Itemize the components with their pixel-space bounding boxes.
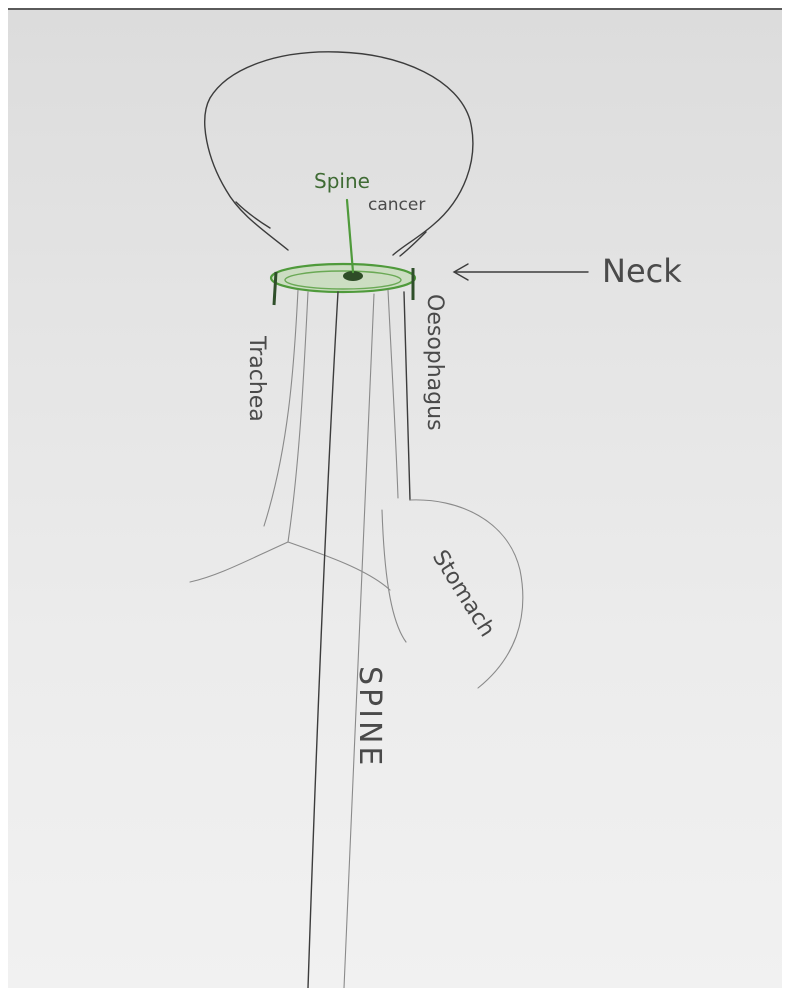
spine-cancer-label-line2: cancer [368,195,425,215]
oesophagus-line-2 [404,292,410,500]
stomach-inner [382,510,406,642]
paper-sheet: Spine cancer Neck Trachea Oesophagus Sto… [8,8,782,988]
neck-shading-left [274,272,276,305]
trachea-label: Trachea [244,335,269,422]
spine-label: SPINE [352,666,387,768]
spine-cancer-pointer [347,200,353,272]
sketch-drawing: Spine cancer Neck Trachea Oesophagus Sto… [8,10,782,988]
jaw-left [236,202,270,228]
spine-line-left [308,292,338,988]
oesophagus-label: Oesophagus [422,294,447,431]
spine-cancer-label-line1: Spine [314,169,370,193]
trachea-branch [288,542,390,590]
neck-label: Neck [602,252,682,290]
jaw-right [400,232,426,256]
oesophagus-line-1 [388,290,398,498]
spine-line-right [344,294,374,988]
stomach-label: Stomach [427,546,500,642]
trachea-bottom [190,542,288,582]
neck-ring [271,264,415,292]
trachea-line-2 [288,292,308,542]
head-outline [205,52,473,255]
